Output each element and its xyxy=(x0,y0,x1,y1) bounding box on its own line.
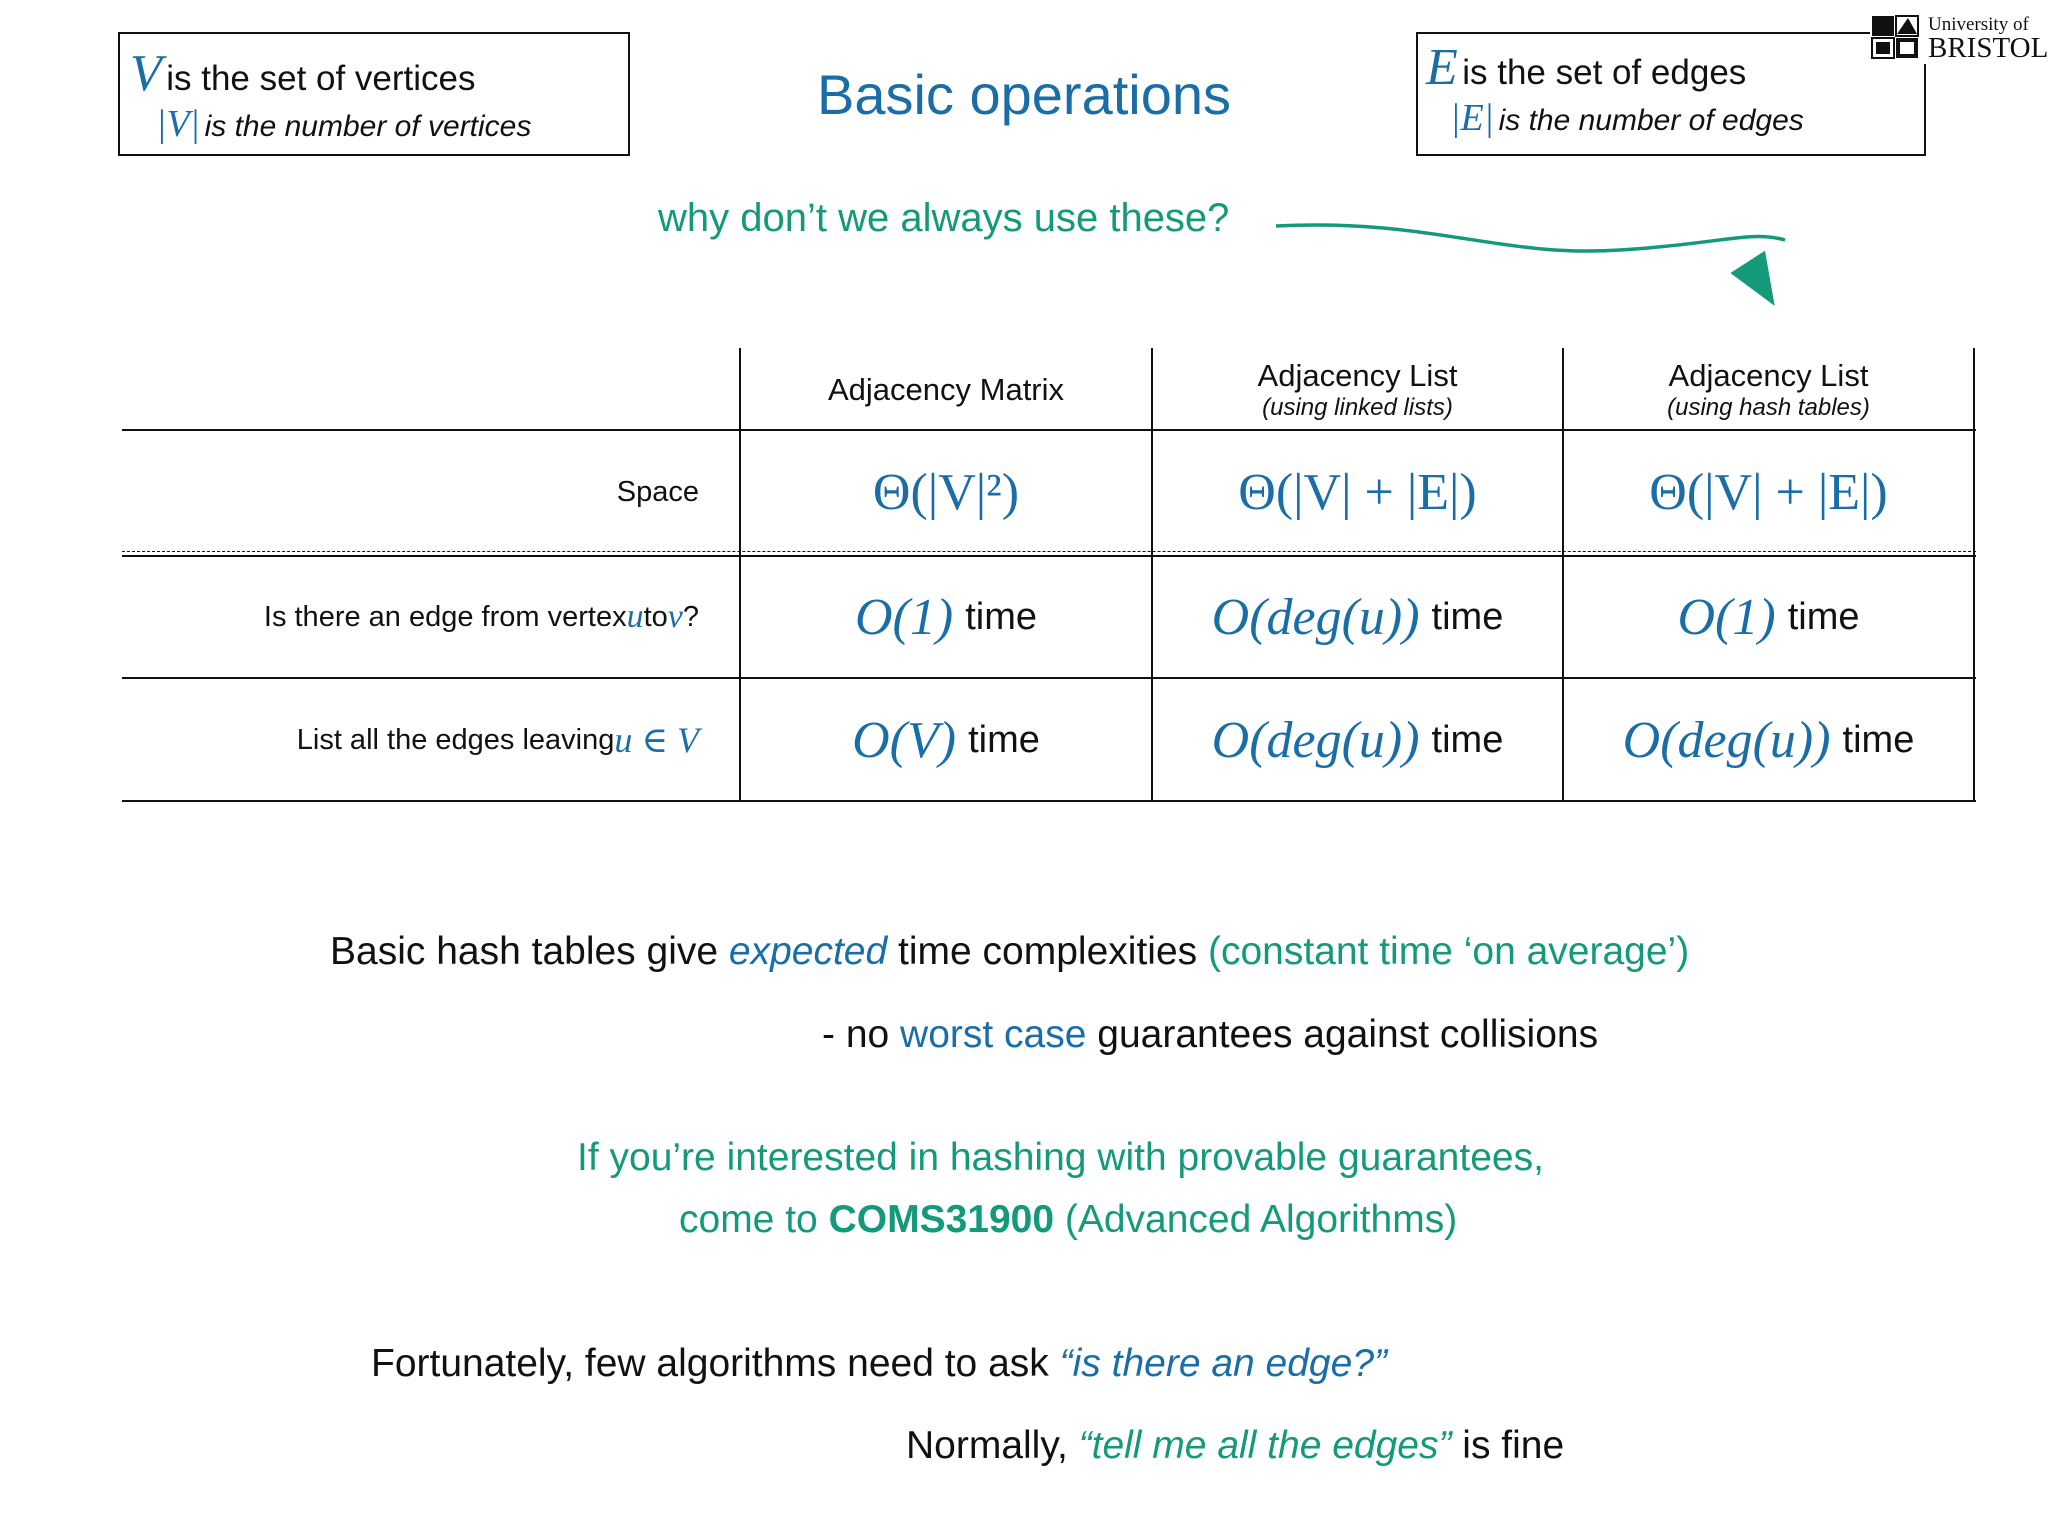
v-symbol: V xyxy=(130,45,162,102)
vertices-definition-box: V is the set of vertices |V| is the numb… xyxy=(118,32,630,156)
edge-query-hash-table: O(1)time xyxy=(1677,588,1860,646)
fortunately-text: Fortunately, few algorithms need to ask … xyxy=(371,1342,1387,1385)
curved-arrow-icon xyxy=(1275,223,1786,306)
list-edges-matrix: O(V)time xyxy=(852,711,1040,769)
row-label-space: Space xyxy=(616,475,699,508)
edge-query-matrix: O(1)time xyxy=(855,588,1037,646)
list-edges-linked-list: O(deg(u))time xyxy=(1211,711,1504,769)
e-count-symbol: |E| xyxy=(1450,97,1495,139)
bristol-crest-icon xyxy=(1871,15,1919,59)
hash-tables-expected-text: Basic hash tables give expected time com… xyxy=(330,930,1690,973)
logo-text-bottom: BRISTOL xyxy=(1928,32,2048,64)
edge-query-linked-list: O(deg(u))time xyxy=(1211,588,1504,646)
row-label-edge-query: Is there an edge from vertex u to v? xyxy=(263,598,699,635)
edges-definition-text: is the set of edges xyxy=(1462,53,1747,92)
question-text: why don’t we always use these? xyxy=(658,196,1230,240)
university-logo: University of BRISTOL xyxy=(1870,10,2048,64)
logo-text-top: University of xyxy=(1928,14,2029,35)
list-edges-hash-table: O(deg(u))time xyxy=(1622,711,1915,769)
vertices-definition-line: V is the set of vertices xyxy=(130,44,476,103)
v-count-symbol: |V| xyxy=(156,103,201,145)
row-label-list-edges: List all the edges leaving u ∈ V xyxy=(296,720,699,760)
header-adjacency-matrix: Adjacency Matrix xyxy=(827,371,1065,407)
provable-guarantees-text: If you’re interested in hashing with pro… xyxy=(577,1136,1544,1179)
e-symbol: E xyxy=(1426,39,1458,96)
slide-title: Basic operations xyxy=(816,63,1231,126)
vertex-count-text: is the number of vertices xyxy=(204,110,532,143)
space-linked-list: Θ(|V| + |E|) xyxy=(1238,463,1477,521)
edges-definition-box: E is the set of edges |E| is the number … xyxy=(1416,32,1926,156)
space-hash-table: Θ(|V| + |E|) xyxy=(1649,463,1888,521)
vertices-definition-text: is the set of vertices xyxy=(166,59,476,98)
header-adjacency-list-hash: Adjacency List (using hash tables) xyxy=(1667,357,1870,421)
edges-definition-line: E is the set of edges xyxy=(1426,38,1746,97)
worst-case-text: - no worst case guarantees against colli… xyxy=(822,1013,1599,1056)
edge-count-text: is the number of edges xyxy=(1498,104,1804,137)
space-matrix: Θ(|V|²) xyxy=(872,463,1020,521)
header-adjacency-list-linked: Adjacency List (using linked lists) xyxy=(1257,357,1458,421)
advanced-algorithms-text: come to COMS31900 (Advanced Algorithms) xyxy=(679,1198,1458,1241)
vertex-count-line: |V| is the number of vertices xyxy=(156,102,531,146)
normally-text: Normally, “tell me all the edges” is fin… xyxy=(906,1424,1565,1467)
edge-count-line: |E| is the number of edges xyxy=(1450,96,1804,140)
